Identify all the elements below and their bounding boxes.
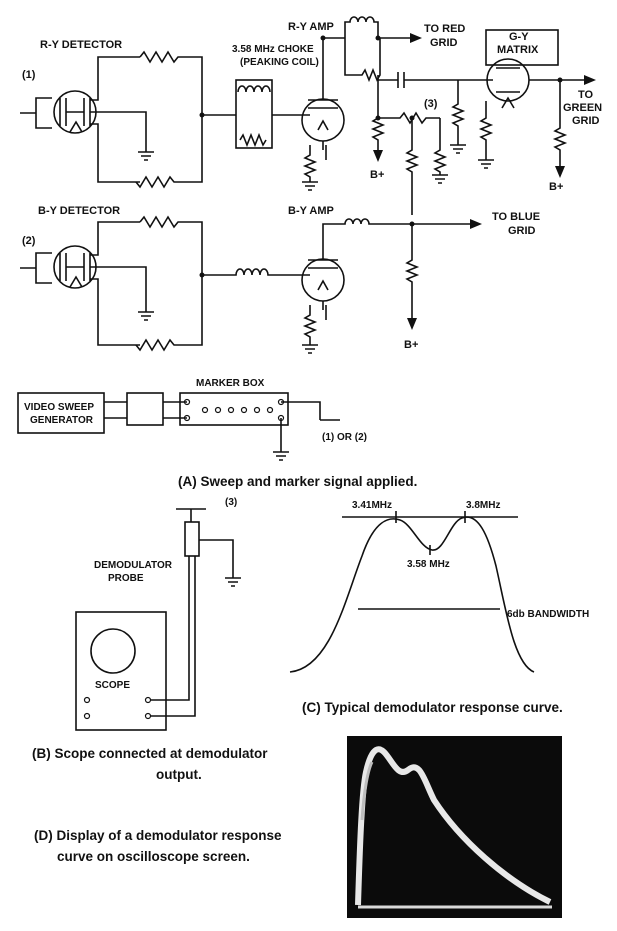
response-curve (289, 516, 535, 673)
ry-detector-stage: R-Y DETECTOR (1) (20, 39, 236, 189)
peaking-coil: 3.58 MHz CHOKE (PEAKING COIL) (232, 44, 319, 149)
by-detector-stage: B-Y DETECTOR (2) (20, 205, 300, 352)
oscilloscope (75, 611, 167, 731)
response-curve-c: 3.41MHz 3.8MHz 3.58 MHz 6db BANDWIDTH (C… (289, 500, 589, 715)
marker-right-label: 3.8MHz (466, 500, 500, 511)
b-plus-label-1: B+ (370, 169, 384, 181)
marker-box (179, 392, 289, 426)
gy-matrix-label-2: MATRIX (497, 44, 539, 56)
by-series-coil (202, 268, 300, 276)
by-amp-stage: B-Y AMP TO BLUE GRID B+ (288, 205, 540, 354)
ry-amp-stage: R-Y AMP TO RED GRID B+ (3) (288, 16, 465, 215)
caption-b-1: (B) Scope connected at demodulator (32, 746, 268, 761)
generator-label-1: VIDEO SWEEP (24, 402, 94, 413)
b-plus-label-2: B+ (549, 181, 563, 193)
choke-label-1: 3.58 MHz CHOKE (232, 44, 314, 55)
input-2-label: (2) (22, 235, 36, 247)
caption-c: (C) Typical demodulator response curve. (302, 700, 563, 715)
arrow-to-red (410, 33, 422, 43)
to-green-label-2: GREEN (563, 102, 602, 114)
generator-label-2: GENERATOR (30, 415, 94, 426)
sweep-setup: VIDEO SWEEP GENERATOR MARKER BOX (1) OR … (17, 378, 417, 489)
video-sweep-generator (17, 392, 105, 434)
point-3-label: (3) (424, 98, 438, 110)
ground-symbol (138, 151, 154, 161)
by-amp-label: B-Y AMP (288, 205, 334, 217)
demodulator-probe (184, 521, 200, 557)
choke-label-2: (PEAKING COIL) (240, 57, 319, 68)
coupling-capacitor (378, 72, 450, 88)
caption-a: (A) Sweep and marker signal applied. (178, 474, 417, 489)
to-red-label-2: GRID (430, 37, 458, 49)
probe-label-1: DEMODULATOR (94, 560, 173, 571)
caption-d-1: (D) Display of a demodulator response (34, 828, 282, 843)
gy-matrix-stage: G-Y MATRIX TO GREEN GRID B+ (450, 29, 602, 193)
scope-label: SCOPE (95, 680, 130, 691)
marker-center-label: 3.58 MHz (407, 559, 450, 570)
caption-d-2: curve on oscilloscope screen. (57, 849, 250, 864)
ry-detector-label: R-Y DETECTOR (40, 39, 122, 51)
scope-display-d: (D) Display of a demodulator response cu… (34, 736, 562, 918)
to-red-label-1: TO RED (424, 23, 465, 35)
probe-label-2: PROBE (108, 573, 144, 584)
scope-setup: (3) DEMODULATOR PROBE SCOPE (B) Scope co… (32, 497, 268, 782)
arrow-to-green (584, 75, 596, 85)
to-green-label-3: GRID (572, 115, 600, 127)
marker-left-label: 3.41MHz (352, 500, 392, 511)
by-detector-label: B-Y DETECTOR (38, 205, 120, 217)
ry-load-resistors (135, 50, 203, 189)
marker-box-label: MARKER BOX (196, 378, 265, 389)
arrow-to-blue (470, 219, 482, 229)
scope-screen (90, 628, 136, 674)
attenuator-box (126, 392, 164, 426)
output-point-label: (1) OR (2) (322, 432, 367, 443)
input-1-label: (1) (22, 69, 36, 81)
gy-matrix-label-1: G-Y (509, 31, 529, 43)
to-blue-label-2: GRID (508, 225, 536, 237)
b-plus-label-3: B+ (404, 339, 418, 351)
probe-point-label: (3) (225, 497, 237, 508)
caption-b-2: output. (156, 767, 202, 782)
to-green-label-1: TO (578, 89, 594, 101)
to-blue-label-1: TO BLUE (492, 211, 540, 223)
bandwidth-label: 6db BANDWIDTH (507, 609, 589, 620)
ry-amp-label: R-Y AMP (288, 21, 334, 33)
